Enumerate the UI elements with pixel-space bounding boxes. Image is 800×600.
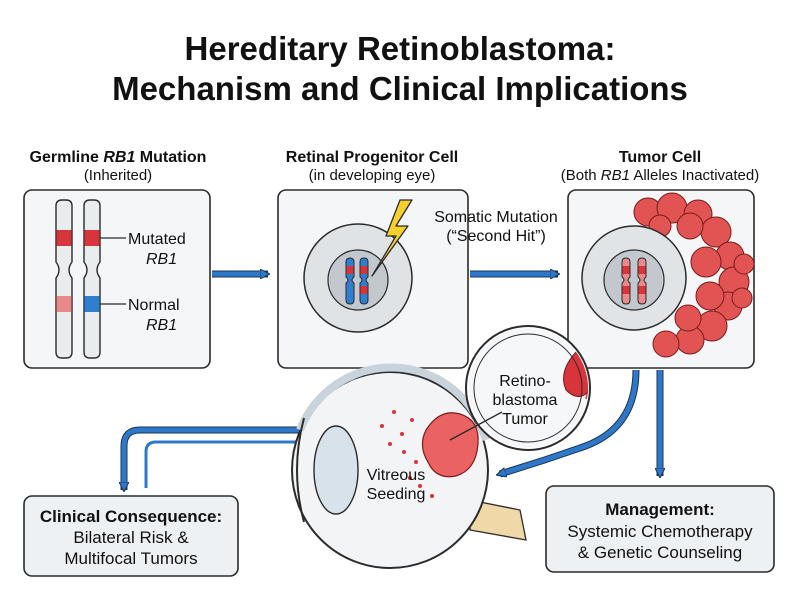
germline-panel-title: Germline RB1 Mutation xyxy=(30,149,207,166)
retinoblastoma-inset xyxy=(465,325,591,451)
eye-cross-section-icon xyxy=(291,363,527,569)
progenitor-panel-title: Retinal Progenitor Cell xyxy=(286,149,458,166)
clinical-line-1: Bilateral Risk & xyxy=(73,528,189,547)
tumor-cluster-icon xyxy=(633,192,755,358)
tumor-panel-title: Tumor Cell xyxy=(619,149,701,166)
progenitor-panel-subtitle: (in developing eye) xyxy=(309,167,436,184)
progenitor-cell xyxy=(303,223,413,333)
seeding-label: Seeding xyxy=(367,486,426,503)
cornea xyxy=(296,417,305,523)
management-box xyxy=(545,485,775,573)
normal-gene-label: RB1 xyxy=(146,317,177,334)
arrow-eye-to-clinical-secondary xyxy=(144,440,312,488)
clinical-line-2: Multifocal Tumors xyxy=(64,549,197,568)
tumor-panel-subtitle: (Both RB1 Alleles Inactivated) xyxy=(561,167,759,184)
chromosome-icon xyxy=(55,199,101,359)
inset-label-line-2: blastoma xyxy=(493,392,558,409)
inset-label-line-1: Retino- xyxy=(499,373,551,390)
title-line-2: Mechanism and Clinical Implications xyxy=(112,70,688,107)
management-line-1: Systemic Chemotherapy xyxy=(567,522,753,541)
management-heading: Management: xyxy=(605,500,715,519)
lightning-bolt-icon xyxy=(371,199,413,277)
germline-panel-subtitle: (Inherited) xyxy=(84,167,152,184)
arrow-eye-to-clinical xyxy=(124,427,312,488)
arrow-tumor-to-eye xyxy=(500,369,639,474)
normal-label: Normal xyxy=(128,297,180,314)
mutated-label: Mutated xyxy=(128,231,186,248)
arrow-eye-to-clinical-outline xyxy=(120,426,312,490)
somatic-mutation-label: Somatic Mutation xyxy=(434,209,558,226)
title-line-1: Hereditary Retinoblastoma: xyxy=(185,30,616,67)
clinical-consequence-box xyxy=(23,495,239,577)
eye-tumor xyxy=(421,412,479,478)
clinical-heading: Clinical Consequence: xyxy=(40,507,222,526)
germline-panel xyxy=(23,189,211,369)
mutated-gene-label: RB1 xyxy=(146,251,177,268)
inset-pointer-line xyxy=(449,411,503,441)
vitreous-label: Vitreous xyxy=(367,467,425,484)
tumor-cell-nucleus-group xyxy=(581,225,687,331)
inset-label-line-3: Tumor xyxy=(502,411,548,428)
management-line-2: & Genetic Counseling xyxy=(578,543,742,562)
second-hit-label: (“Second Hit”) xyxy=(446,228,546,245)
lens xyxy=(313,425,359,515)
